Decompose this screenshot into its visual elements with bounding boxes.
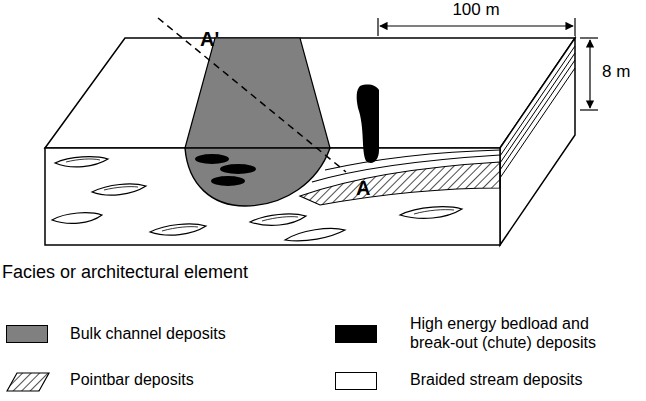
channel-lag-lenses: [195, 154, 256, 186]
section-end-label: A: [356, 176, 370, 200]
dimension-lines: [378, 18, 598, 110]
legend-text: Bulk channel deposits: [70, 324, 226, 343]
side-face: [500, 38, 575, 245]
dimension-label: 100 m: [452, 0, 499, 20]
pointbar-surfaces: [312, 150, 500, 182]
legend-swatch: [335, 325, 377, 343]
legend-swatch: [6, 325, 48, 343]
legend-text: Pointbar deposits: [70, 370, 194, 389]
legend-text: Braided stream deposits: [410, 370, 583, 389]
section-line: [158, 18, 346, 172]
dimension-label: 8 m: [602, 62, 630, 82]
legend-swatch: [6, 372, 50, 392]
legend-text: High energy bedload and break-out (chute…: [410, 314, 632, 352]
channel-section: [185, 148, 330, 206]
channel-top: [185, 38, 330, 148]
top-face: [45, 38, 575, 148]
chute-deposit: [357, 85, 379, 163]
legend-heading: Facies or architectural element: [2, 262, 248, 284]
front-face: [45, 148, 500, 245]
section-end-label: A': [200, 27, 219, 51]
legend-swatch: [335, 372, 377, 390]
strata-lines: [500, 46, 575, 178]
